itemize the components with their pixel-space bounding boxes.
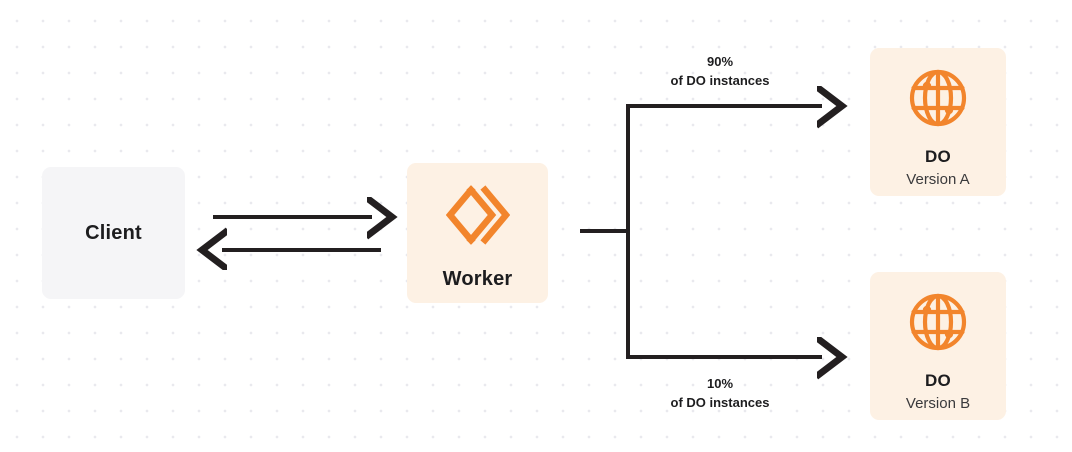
edge-label-top-percent: 90% bbox=[706, 54, 734, 69]
do-a-subtitle: Version A bbox=[906, 171, 970, 188]
edge-label-bottom-percent: 10% bbox=[706, 376, 734, 391]
worker-chevrons-icon bbox=[445, 185, 510, 250]
edge-label-bottom: 10% of DO instances bbox=[600, 374, 840, 412]
do-b-title: DO bbox=[925, 371, 951, 390]
node-client[interactable]: Client bbox=[42, 167, 185, 299]
edge-label-bottom-caption: of DO instances bbox=[670, 395, 770, 410]
do-a-title: DO bbox=[925, 147, 951, 166]
edge-label-top: 90% of DO instances bbox=[600, 52, 840, 90]
globe-icon bbox=[908, 292, 968, 357]
worker-label: Worker bbox=[442, 268, 513, 290]
node-worker[interactable]: Worker bbox=[407, 163, 548, 303]
node-do-version-a[interactable]: DO Version A bbox=[870, 48, 1006, 196]
edge-label-top-caption: of DO instances bbox=[670, 73, 770, 88]
do-b-subtitle: Version B bbox=[905, 395, 971, 412]
node-do-version-b[interactable]: DO Version B bbox=[870, 272, 1006, 420]
client-label: Client bbox=[85, 221, 142, 244]
globe-icon bbox=[908, 68, 968, 133]
